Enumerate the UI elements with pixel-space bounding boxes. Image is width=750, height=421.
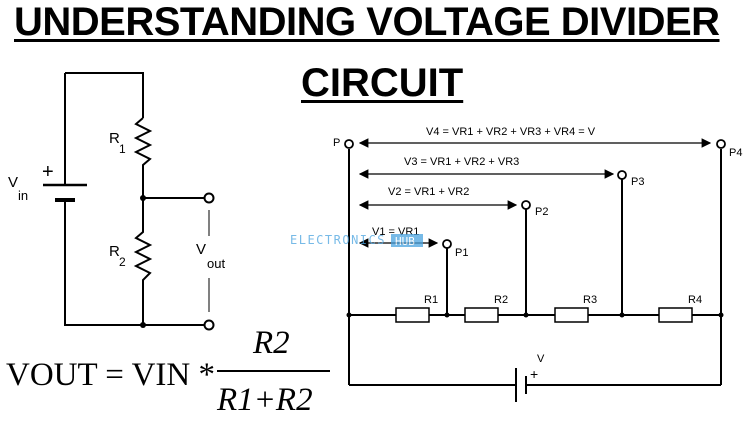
left-junction-bottom (140, 322, 146, 328)
equation-v3: V3 = VR1 + VR2 + VR3 (404, 156, 519, 168)
junction-p1 (444, 312, 450, 318)
watermark-badge (391, 234, 423, 247)
watermark-logo: ELECTRONICS HUB (290, 233, 423, 248)
left-divider-circuit (43, 72, 210, 326)
resistor-r1-label: R1 (424, 294, 438, 306)
left-junction-top (140, 195, 146, 201)
vin-subscript: in (18, 188, 28, 203)
equation-v2: V2 = VR1 + VR2 (388, 186, 469, 198)
terminal-p1 (442, 239, 452, 249)
junction-right-rail (718, 312, 724, 318)
junction-left-rail (346, 312, 352, 318)
terminal-p (344, 139, 354, 149)
resistor-r1-box (395, 307, 430, 323)
left-wire-battery-bottom (64, 200, 143, 326)
r2-label: R (109, 243, 120, 260)
battery-plus-label: + (42, 161, 54, 183)
vout-label: V (196, 241, 206, 258)
left-wire-top (65, 72, 144, 118)
point-p-label: P (333, 137, 340, 149)
resistor-r2-label: R2 (494, 294, 508, 306)
watermark-badge-text: HUB (395, 235, 415, 248)
terminal-p4 (716, 139, 726, 149)
r1-subscript: 1 (119, 142, 126, 156)
point-p3-label: P3 (631, 176, 644, 188)
vin-label: V (8, 174, 18, 191)
terminal-p2 (521, 200, 531, 210)
resistor-r3-box (554, 307, 589, 323)
formula-denominator: R1+R2 (216, 382, 313, 418)
formula-lhs: VOUT = VIN * (6, 357, 215, 393)
title-line-2: CIRCUIT (301, 61, 464, 105)
point-p4-label: P4 (729, 147, 742, 159)
r1-label: R (109, 130, 120, 147)
formula-numerator: R2 (252, 325, 290, 361)
resistor-r4-box (658, 307, 693, 323)
resistor-r2-symbol (133, 198, 153, 325)
vout-subscript: out (207, 256, 225, 271)
battery-v-label: V (537, 353, 545, 365)
resistor-r2-box (464, 307, 499, 323)
terminal-p3 (617, 170, 627, 180)
vout-terminal-bottom (203, 319, 215, 331)
r2-subscript: 2 (119, 255, 126, 269)
point-p1-label: P1 (455, 247, 468, 259)
vout-terminal-top (203, 192, 215, 204)
junction-p2 (523, 312, 529, 318)
resistor-r1-symbol (133, 117, 153, 198)
junction-p3 (619, 312, 625, 318)
right-series-circuit (348, 138, 722, 402)
point-p2-label: P2 (535, 206, 548, 218)
title-line-1: UNDERSTANDING VOLTAGE DIVIDER (14, 0, 720, 44)
battery-plus-right-label: + (530, 366, 538, 382)
equation-v4: V4 = VR1 + VR2 + VR3 + VR4 = V (426, 126, 596, 138)
watermark-text: ELECTRONICS (290, 233, 386, 247)
resistor-r3-label: R3 (583, 294, 597, 306)
resistor-r4-label: R4 (688, 294, 702, 306)
